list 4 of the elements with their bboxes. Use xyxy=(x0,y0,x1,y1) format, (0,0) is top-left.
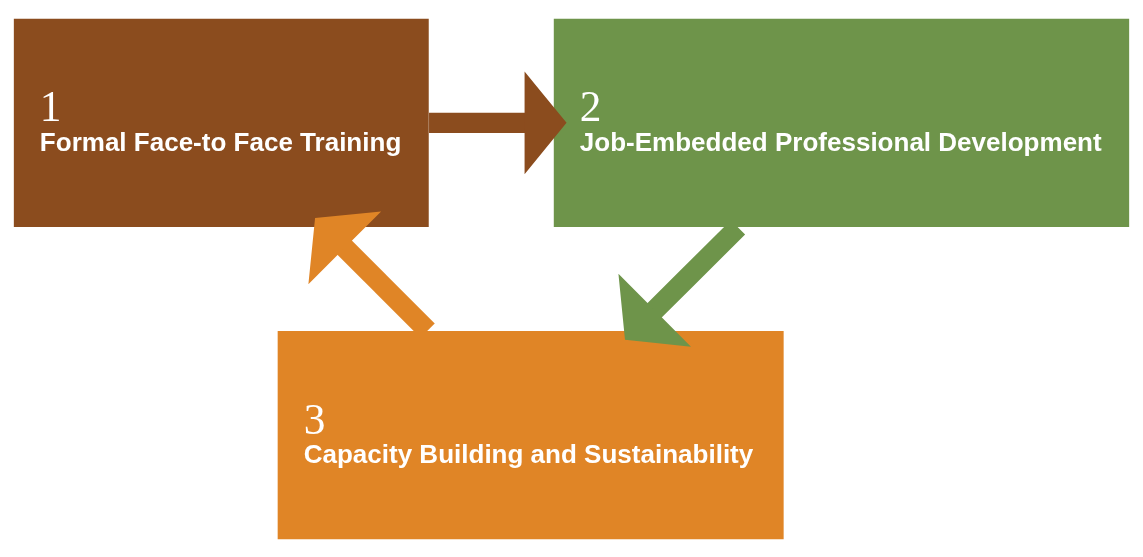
arrow xyxy=(429,70,567,174)
node-box: 2 Job-Embedded Professional Development xyxy=(553,18,1130,227)
node-box: 1 Formal Face-to Face Training xyxy=(13,18,429,227)
node-box: 3 Capacity Building and Sustainability xyxy=(277,330,784,539)
